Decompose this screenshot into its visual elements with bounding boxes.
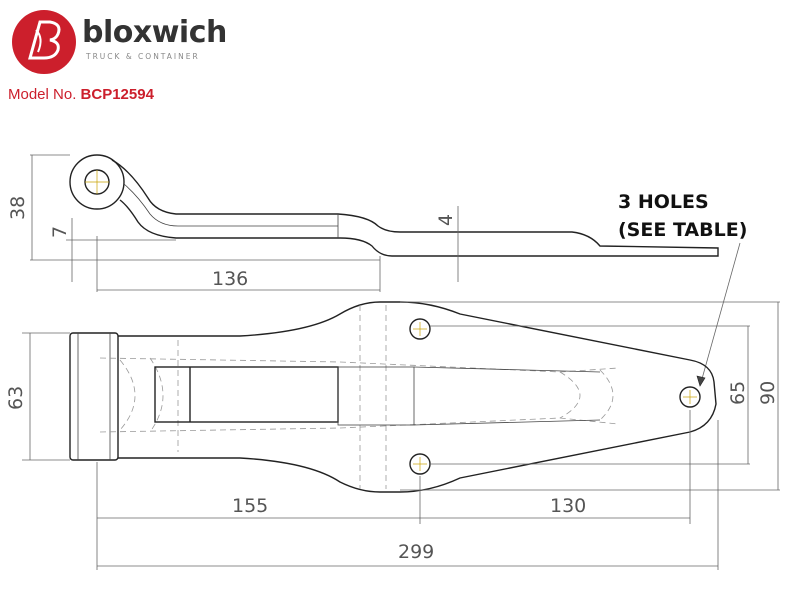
dim-38: 38 xyxy=(7,196,29,220)
knuckle-outer xyxy=(69,154,125,210)
holes-note-leader xyxy=(699,242,741,387)
hole-bottom xyxy=(409,453,431,475)
strap-outline-top xyxy=(111,159,719,257)
brand-tagline: TRUCK & CONTAINER xyxy=(86,52,200,61)
plan-view: 63 65 90 155 130 299 xyxy=(5,301,780,570)
model-label: Model No. xyxy=(8,86,77,103)
dim-4: 4 xyxy=(435,214,457,226)
strap-outline-inner xyxy=(123,183,338,227)
dim-130: 130 xyxy=(550,495,586,517)
model-line: Model No. BCP12594 xyxy=(8,86,154,104)
model-number: BCP12594 xyxy=(80,86,154,103)
strap-plan-outline xyxy=(118,301,717,493)
dim-65: 65 xyxy=(727,381,749,405)
hole-end xyxy=(679,386,701,408)
holes-note-line2: (SEE TABLE) xyxy=(618,219,747,241)
dim-136: 136 xyxy=(212,268,248,290)
dim-155: 155 xyxy=(232,495,268,517)
side-view: 38 7 4 136 xyxy=(7,154,719,292)
dim-7: 7 xyxy=(49,226,71,238)
dim-63: 63 xyxy=(5,386,27,410)
holes-note-line1: 3 HOLES xyxy=(618,191,709,213)
header: bloxwich TRUCK & CONTAINER Model No. BCP… xyxy=(0,0,800,110)
dim-299: 299 xyxy=(398,541,434,563)
knuckle-strip xyxy=(69,332,119,461)
hole-top xyxy=(409,318,431,340)
bloxwich-b-logo-icon xyxy=(12,10,76,74)
brand-name: bloxwich xyxy=(82,15,227,50)
dim-90: 90 xyxy=(757,381,779,405)
inner-plate xyxy=(154,366,339,423)
